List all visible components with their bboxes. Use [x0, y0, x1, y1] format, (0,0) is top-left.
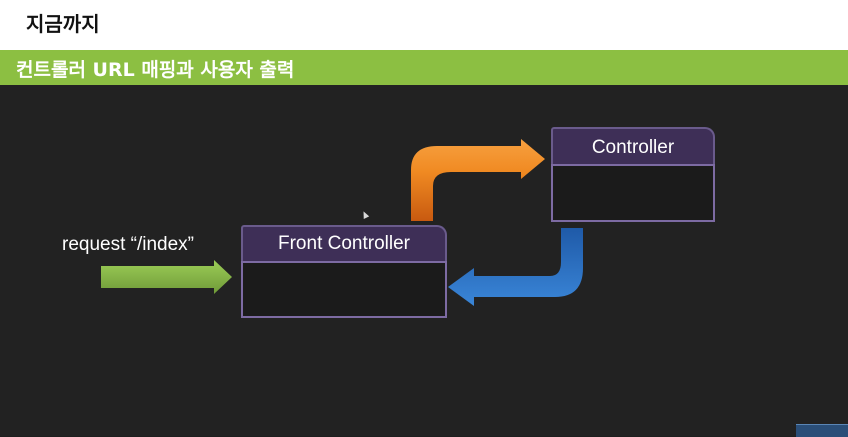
page-title: 지금까지: [26, 12, 100, 36]
return-arrow: [448, 228, 583, 306]
controller-node: Controller: [551, 127, 715, 222]
taskbar-corner: [796, 424, 848, 437]
controller-body: [551, 164, 715, 222]
forward-arrow: [411, 139, 545, 221]
request-label: request “/index”: [62, 234, 195, 255]
controller-label: Controller: [551, 127, 715, 164]
top-bar: 지금까지: [0, 0, 848, 50]
front-controller-node: Front Controller: [241, 225, 447, 318]
request-arrow: [101, 260, 232, 294]
front-controller-label: Front Controller: [241, 225, 447, 261]
slide-subtitle: 컨트롤러 URL 매핑과 사용자 출력: [16, 59, 295, 81]
subtitle-bar: 컨트롤러 URL 매핑과 사용자 출력: [0, 50, 848, 85]
front-controller-body: [241, 261, 447, 318]
